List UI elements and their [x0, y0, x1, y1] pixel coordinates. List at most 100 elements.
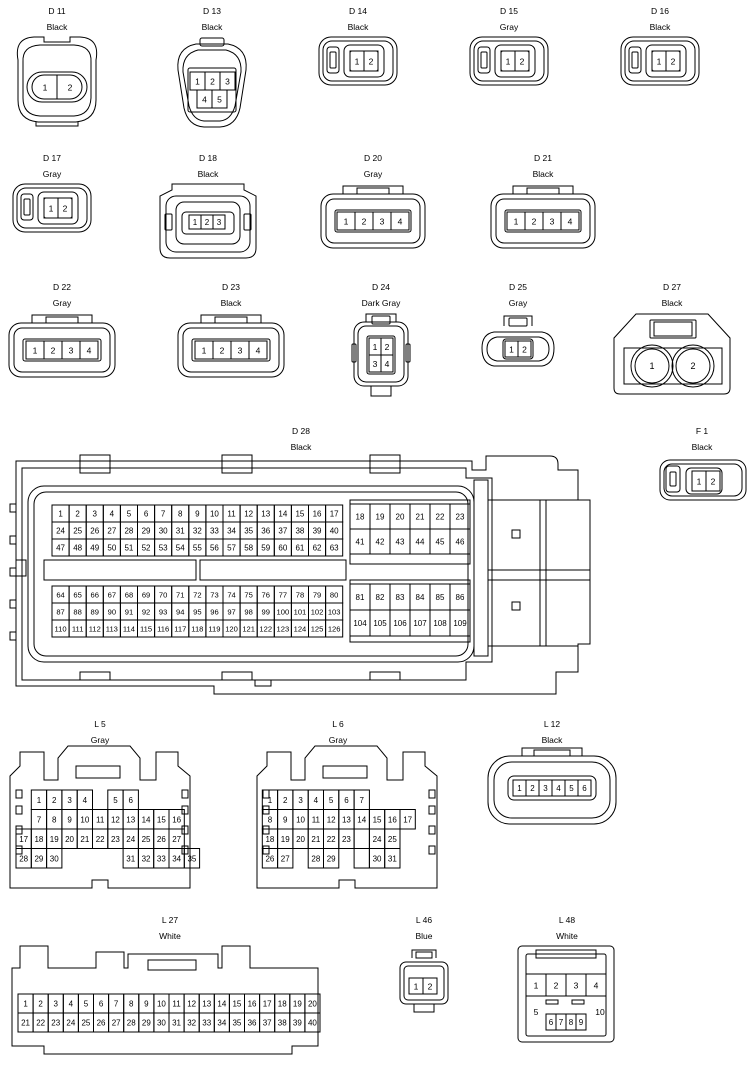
outline-shape — [403, 965, 445, 1001]
pin-number: 104 — [353, 619, 367, 628]
pin-number: 8 — [178, 510, 183, 519]
outline-shape — [533, 749, 571, 757]
pin-number: 25 — [388, 835, 397, 844]
pin-number: 108 — [433, 619, 447, 628]
outline-shape — [526, 187, 560, 195]
outline-shape — [221, 460, 253, 474]
outline-shape — [12, 183, 92, 233]
pin-number: 30 — [50, 854, 59, 863]
connector-color: Black — [221, 298, 243, 308]
pin-number: 7 — [114, 1000, 119, 1009]
pin-number: 27 — [281, 854, 290, 863]
pin-number: 10 — [595, 1007, 605, 1017]
pin-number: 10 — [80, 815, 89, 824]
outline-shape — [369, 460, 401, 474]
pin-number: 95 — [193, 608, 201, 617]
outline-shape — [449, 609, 471, 637]
pin-number: 20 — [396, 513, 405, 522]
pin-number: 34 — [217, 1019, 226, 1028]
outline-shape — [469, 36, 549, 86]
outline-shape — [356, 187, 390, 195]
connector-code: D 14 — [349, 6, 367, 16]
pin-number: 29 — [142, 527, 151, 536]
pin-number: 96 — [210, 608, 218, 617]
outline-shape — [15, 825, 23, 835]
pin-number: 5 — [217, 95, 222, 105]
pin-number: 39 — [293, 1019, 302, 1028]
pin-number: 3 — [373, 359, 378, 369]
pin-number: 40 — [330, 527, 339, 536]
outline-shape — [623, 347, 723, 385]
pin-number: 5 — [329, 796, 334, 805]
outline-shape — [428, 825, 436, 835]
outline-shape — [26, 71, 88, 103]
outline-shape — [399, 961, 449, 1005]
pin-number: 20 — [296, 835, 305, 844]
pin-number: 66 — [91, 591, 99, 600]
outline-shape — [211, 89, 228, 109]
outline-shape — [21, 467, 493, 681]
outline-shape — [23, 198, 31, 216]
outline-shape — [37, 191, 79, 225]
outline-shape — [353, 828, 370, 849]
pin-number: 2 — [52, 796, 57, 805]
pin-number: 11 — [312, 815, 321, 824]
outline-shape — [503, 315, 533, 326]
outline-shape — [318, 36, 398, 86]
connector-code: D 22 — [53, 282, 71, 292]
pin-number: 124 — [294, 625, 307, 634]
pin-number: 118 — [191, 625, 203, 634]
pin-number: 16 — [172, 815, 181, 824]
outline-shape — [322, 765, 368, 779]
pin-number: 49 — [90, 544, 99, 553]
pin-number: 11 — [96, 815, 105, 824]
outline-shape — [705, 470, 721, 492]
pin-number: 6 — [144, 510, 149, 519]
outline-shape — [9, 535, 17, 545]
pin-number: 2 — [554, 981, 559, 991]
pin-number: 79 — [313, 591, 321, 600]
pin-number: 119 — [208, 625, 220, 634]
outline-shape — [45, 316, 79, 324]
pin-number: 46 — [456, 538, 465, 547]
connector-code: F 1 — [696, 426, 709, 436]
outline-shape — [511, 601, 521, 611]
pin-number: 54 — [176, 544, 185, 553]
pin-number: 8 — [52, 815, 57, 824]
pin-number: 97 — [227, 608, 235, 617]
connector-color: White — [556, 931, 578, 941]
pin-number: 18 — [356, 513, 365, 522]
outline-shape — [351, 343, 357, 363]
outline-shape — [620, 36, 700, 86]
outline-shape — [494, 44, 536, 78]
pin-number: 1 — [514, 217, 519, 227]
connector-code: D 28 — [292, 426, 310, 436]
outline-shape — [512, 185, 574, 194]
pin-number: 4 — [202, 95, 207, 105]
pin-number: 126 — [328, 625, 341, 634]
connector-code: D 16 — [651, 6, 669, 16]
pin-number: 28 — [19, 854, 28, 863]
outline-shape — [634, 348, 670, 384]
pin-number: 11 — [227, 510, 236, 519]
outline-shape — [511, 529, 521, 539]
outline-shape — [560, 211, 580, 231]
pin-number: 25 — [142, 835, 151, 844]
pin-number: 20 — [308, 1000, 317, 1009]
pin-number: 3 — [93, 510, 98, 519]
outline-shape — [653, 321, 693, 337]
outline-shape — [248, 340, 268, 360]
outline-shape — [353, 321, 409, 387]
outline-shape — [35, 122, 79, 127]
pin-number: 7 — [37, 815, 42, 824]
pin-number: 3 — [574, 981, 579, 991]
pin-number: 36 — [261, 527, 270, 536]
pin-number: 63 — [330, 544, 339, 553]
pin-number: 123 — [277, 625, 290, 634]
connector-color: Gray — [91, 735, 110, 745]
pin-number: 9 — [579, 1018, 584, 1027]
